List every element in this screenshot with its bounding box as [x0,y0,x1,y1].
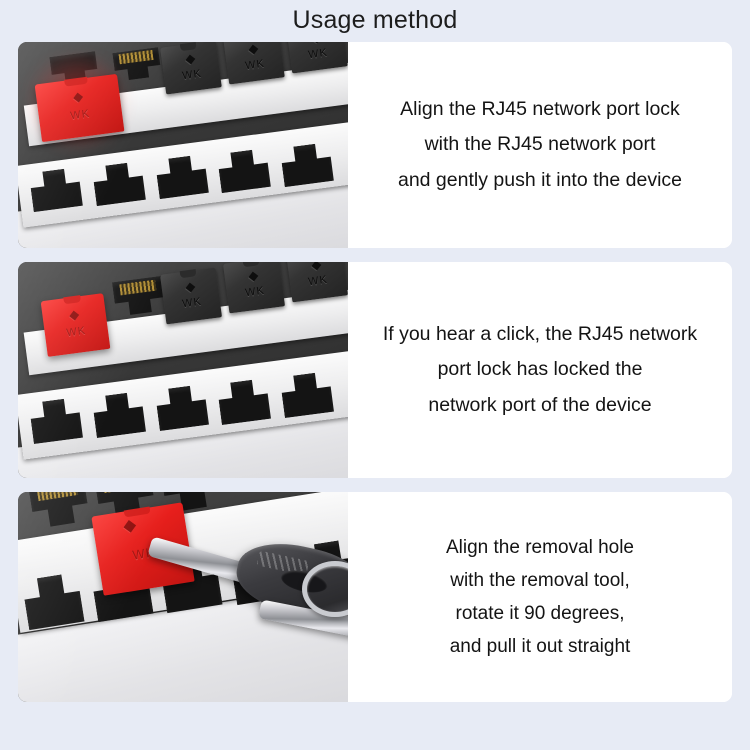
step-row: WK WK WK WK Align [18,42,732,248]
step-row: WK Align the removal hole with the remov… [18,492,732,702]
removal-hole-icon [123,520,136,533]
step-1-caption: Align the RJ45 network port lock with th… [348,42,732,248]
caption-line: rotate it 90 degrees, [455,603,625,624]
caption-line: and gently push it into the device [397,168,683,191]
port-contacts [36,492,78,502]
lock-diamond-icon [310,42,321,45]
port-lock-black: WK [160,267,223,324]
lock-diamond-icon [247,271,258,282]
port-lock-black: WK [160,42,223,95]
lock-brand-mark: WK [244,284,266,299]
port-contacts [119,280,156,296]
port-lock-red-seated: WK [40,292,111,357]
lock-diamond-icon [72,92,83,103]
caption-line: with the RJ45 network port [424,133,656,156]
port-lock-black: WK [222,262,285,313]
port-contacts [119,50,153,64]
keyring-icon [301,561,348,618]
step-row: WK WK WK WK If you hear a click [18,262,732,478]
lock-brand-mark: WK [69,107,91,123]
page-title: Usage method [0,0,750,42]
lock-brand-mark: WK [181,67,203,82]
lock-diamond-icon [310,262,321,271]
lock-diamond-icon [185,55,196,65]
lock-brand-mark: WK [306,46,329,62]
lock-brand-mark: WK [244,57,266,72]
port-lock-red: WK [34,73,124,142]
lock-brand-mark: WK [181,295,203,310]
lock-brand-mark: WK [66,324,88,339]
steps-list: WK WK WK WK Align [0,42,750,716]
lock-diamond-icon [185,282,196,293]
lock-diamond-icon [248,44,258,55]
caption-line: port lock has locked the [437,358,643,381]
step-1-photo: WK WK WK WK [18,42,348,248]
step-3-photo: WK [18,492,348,702]
port-contacts [102,492,144,494]
caption-line: Align the removal hole [446,537,634,558]
caption-line: with the removal tool, [450,570,630,591]
port-lock-black: WK [223,42,285,85]
step-2-caption: If you hear a click, the RJ45 network po… [348,262,732,478]
caption-line: If you hear a click, the RJ45 network [382,322,698,345]
caption-line: network port of the device [428,393,652,416]
step-2-photo: WK WK WK WK [18,262,348,478]
lock-brand-mark: WK [306,273,329,289]
lock-diamond-icon [69,309,80,320]
caption-line: Align the RJ45 network port lock [400,97,680,120]
caption-line: and pull it out straight [449,636,631,657]
step-3-caption: Align the removal hole with the removal … [348,492,732,702]
